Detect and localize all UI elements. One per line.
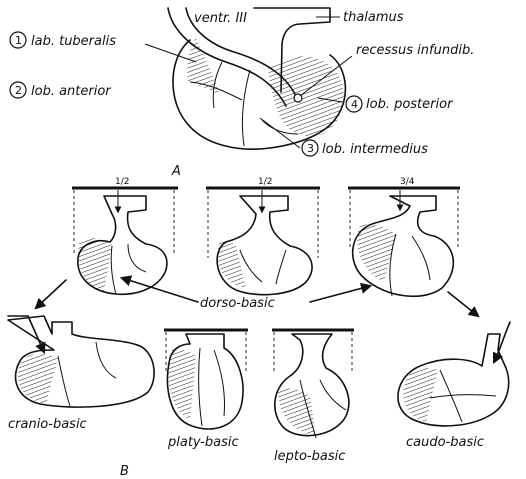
fraction-3: 3/4 xyxy=(400,177,415,187)
label-tuberalis: lab. tuberalis xyxy=(31,34,116,49)
label-thalamus: thalamus xyxy=(343,10,404,25)
gland-caudo: caudo-basic xyxy=(398,322,510,450)
gland-dorso-1: 1/2 xyxy=(72,177,178,294)
fraction-2: 1/2 xyxy=(258,177,272,187)
label-cranio-basic: cranio-basic xyxy=(8,417,87,432)
label-dorso-basic: dorso-basic xyxy=(200,296,275,311)
label-anterior: lob. anterior xyxy=(31,84,112,99)
panel-letter-b: B xyxy=(120,464,129,479)
num-4: 4 xyxy=(351,98,358,111)
gland-platy: platy-basic xyxy=(164,330,248,450)
tuberal-lobe-hatch xyxy=(187,38,220,95)
label-recessus: recessus infundib. xyxy=(356,43,474,58)
part-a-diagram: ventr. III thalamus recessus infundib. 1… xyxy=(10,8,474,179)
fraction-1: 1/2 xyxy=(115,177,129,187)
num-3: 3 xyxy=(307,142,314,155)
num-2: 2 xyxy=(15,84,22,97)
label-ventricle: ventr. III xyxy=(194,11,247,26)
label-caudo-basic: caudo-basic xyxy=(406,435,484,450)
label-posterior: lob. posterior xyxy=(366,97,454,112)
gland-cranio: cranio-basic xyxy=(8,316,154,432)
gland-dorso-3: 3/4 xyxy=(348,177,460,296)
label-intermedius: lob. intermedius xyxy=(322,142,428,157)
gland-lepto: lepto-basic xyxy=(272,330,354,464)
label-platy-basic: platy-basic xyxy=(167,435,239,450)
num-1: 1 xyxy=(15,34,22,47)
gland-dorso-2: 1/2 xyxy=(206,177,320,295)
part-b-diagram: 1/2 1/2 3/4 xyxy=(8,177,510,479)
label-lepto-basic: lepto-basic xyxy=(274,449,345,464)
panel-letter-a: A xyxy=(171,164,181,179)
